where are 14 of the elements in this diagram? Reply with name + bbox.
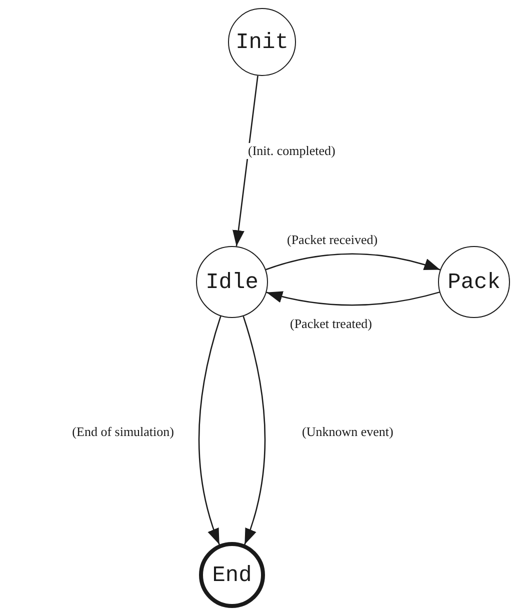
edge-label: (Init. completed): [246, 143, 338, 159]
arrow: [198, 316, 222, 545]
edge-label: (Packet received): [285, 232, 380, 248]
edge-label: (Packet treated): [288, 316, 374, 332]
state-name: End: [212, 562, 252, 588]
state-name: Pack: [448, 270, 500, 294]
arrow: [266, 253, 440, 270]
state-name: Init: [236, 30, 288, 54]
state-name: Idle: [206, 270, 258, 294]
edge-label: (Unknown event): [300, 424, 396, 440]
edge-label: (End of simulation): [70, 424, 176, 440]
arrow: [232, 76, 258, 246]
arrow: [242, 316, 266, 545]
arrow: [266, 290, 440, 306]
